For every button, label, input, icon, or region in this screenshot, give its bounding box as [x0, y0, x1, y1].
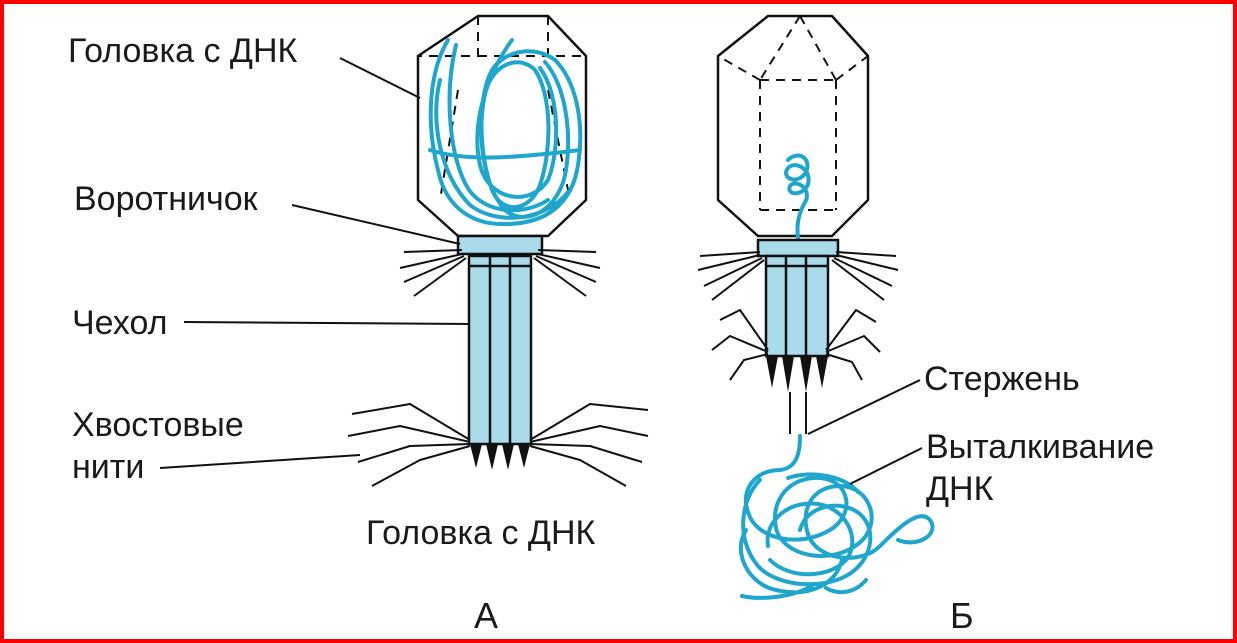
leader-rod — [808, 380, 920, 434]
phage-b-baseplate-spikes — [766, 356, 828, 392]
phage-b — [698, 16, 932, 598]
leader-dna-ejection — [850, 448, 922, 484]
phage-b-head — [718, 16, 868, 236]
label-panel-a: А — [474, 595, 498, 636]
label-rod: Стержень — [924, 360, 1080, 398]
phage-b-sheath-contracted — [766, 256, 828, 356]
labels: Головка с ДНК Воротничок Чехол Хвостовые… — [68, 32, 1154, 636]
phage-a-collar — [458, 236, 542, 254]
label-tail-fibers-line1: Хвостовые — [72, 406, 244, 444]
leader-collar — [292, 205, 460, 244]
phage-a-sheath — [469, 256, 531, 444]
label-head-dna-top: Головка с ДНК — [68, 32, 297, 70]
label-dna-ejection-line2: ДНК — [926, 470, 994, 508]
label-head-dna-bottom: Головка с ДНК — [366, 514, 595, 552]
label-collar: Воротничок — [74, 180, 259, 218]
phage-b-head-dna-remnant — [786, 156, 809, 238]
label-tail-fibers-line2: нити — [72, 448, 144, 486]
phage-b-ejected-dna — [741, 436, 933, 598]
phage-b-rod — [790, 392, 806, 434]
phage-a-baseplate-spikes — [470, 444, 530, 470]
leader-head-dna — [340, 58, 420, 98]
leader-tail-fibers — [160, 455, 360, 468]
phage-a — [348, 16, 648, 486]
leader-sheath — [184, 322, 470, 324]
label-dna-ejection-line1: Выталкивание — [926, 428, 1154, 466]
label-sheath: Чехол — [72, 304, 167, 342]
phage-a-head-dna — [430, 40, 580, 224]
phage-b-collar — [758, 240, 838, 256]
label-panel-b: Б — [950, 595, 974, 636]
